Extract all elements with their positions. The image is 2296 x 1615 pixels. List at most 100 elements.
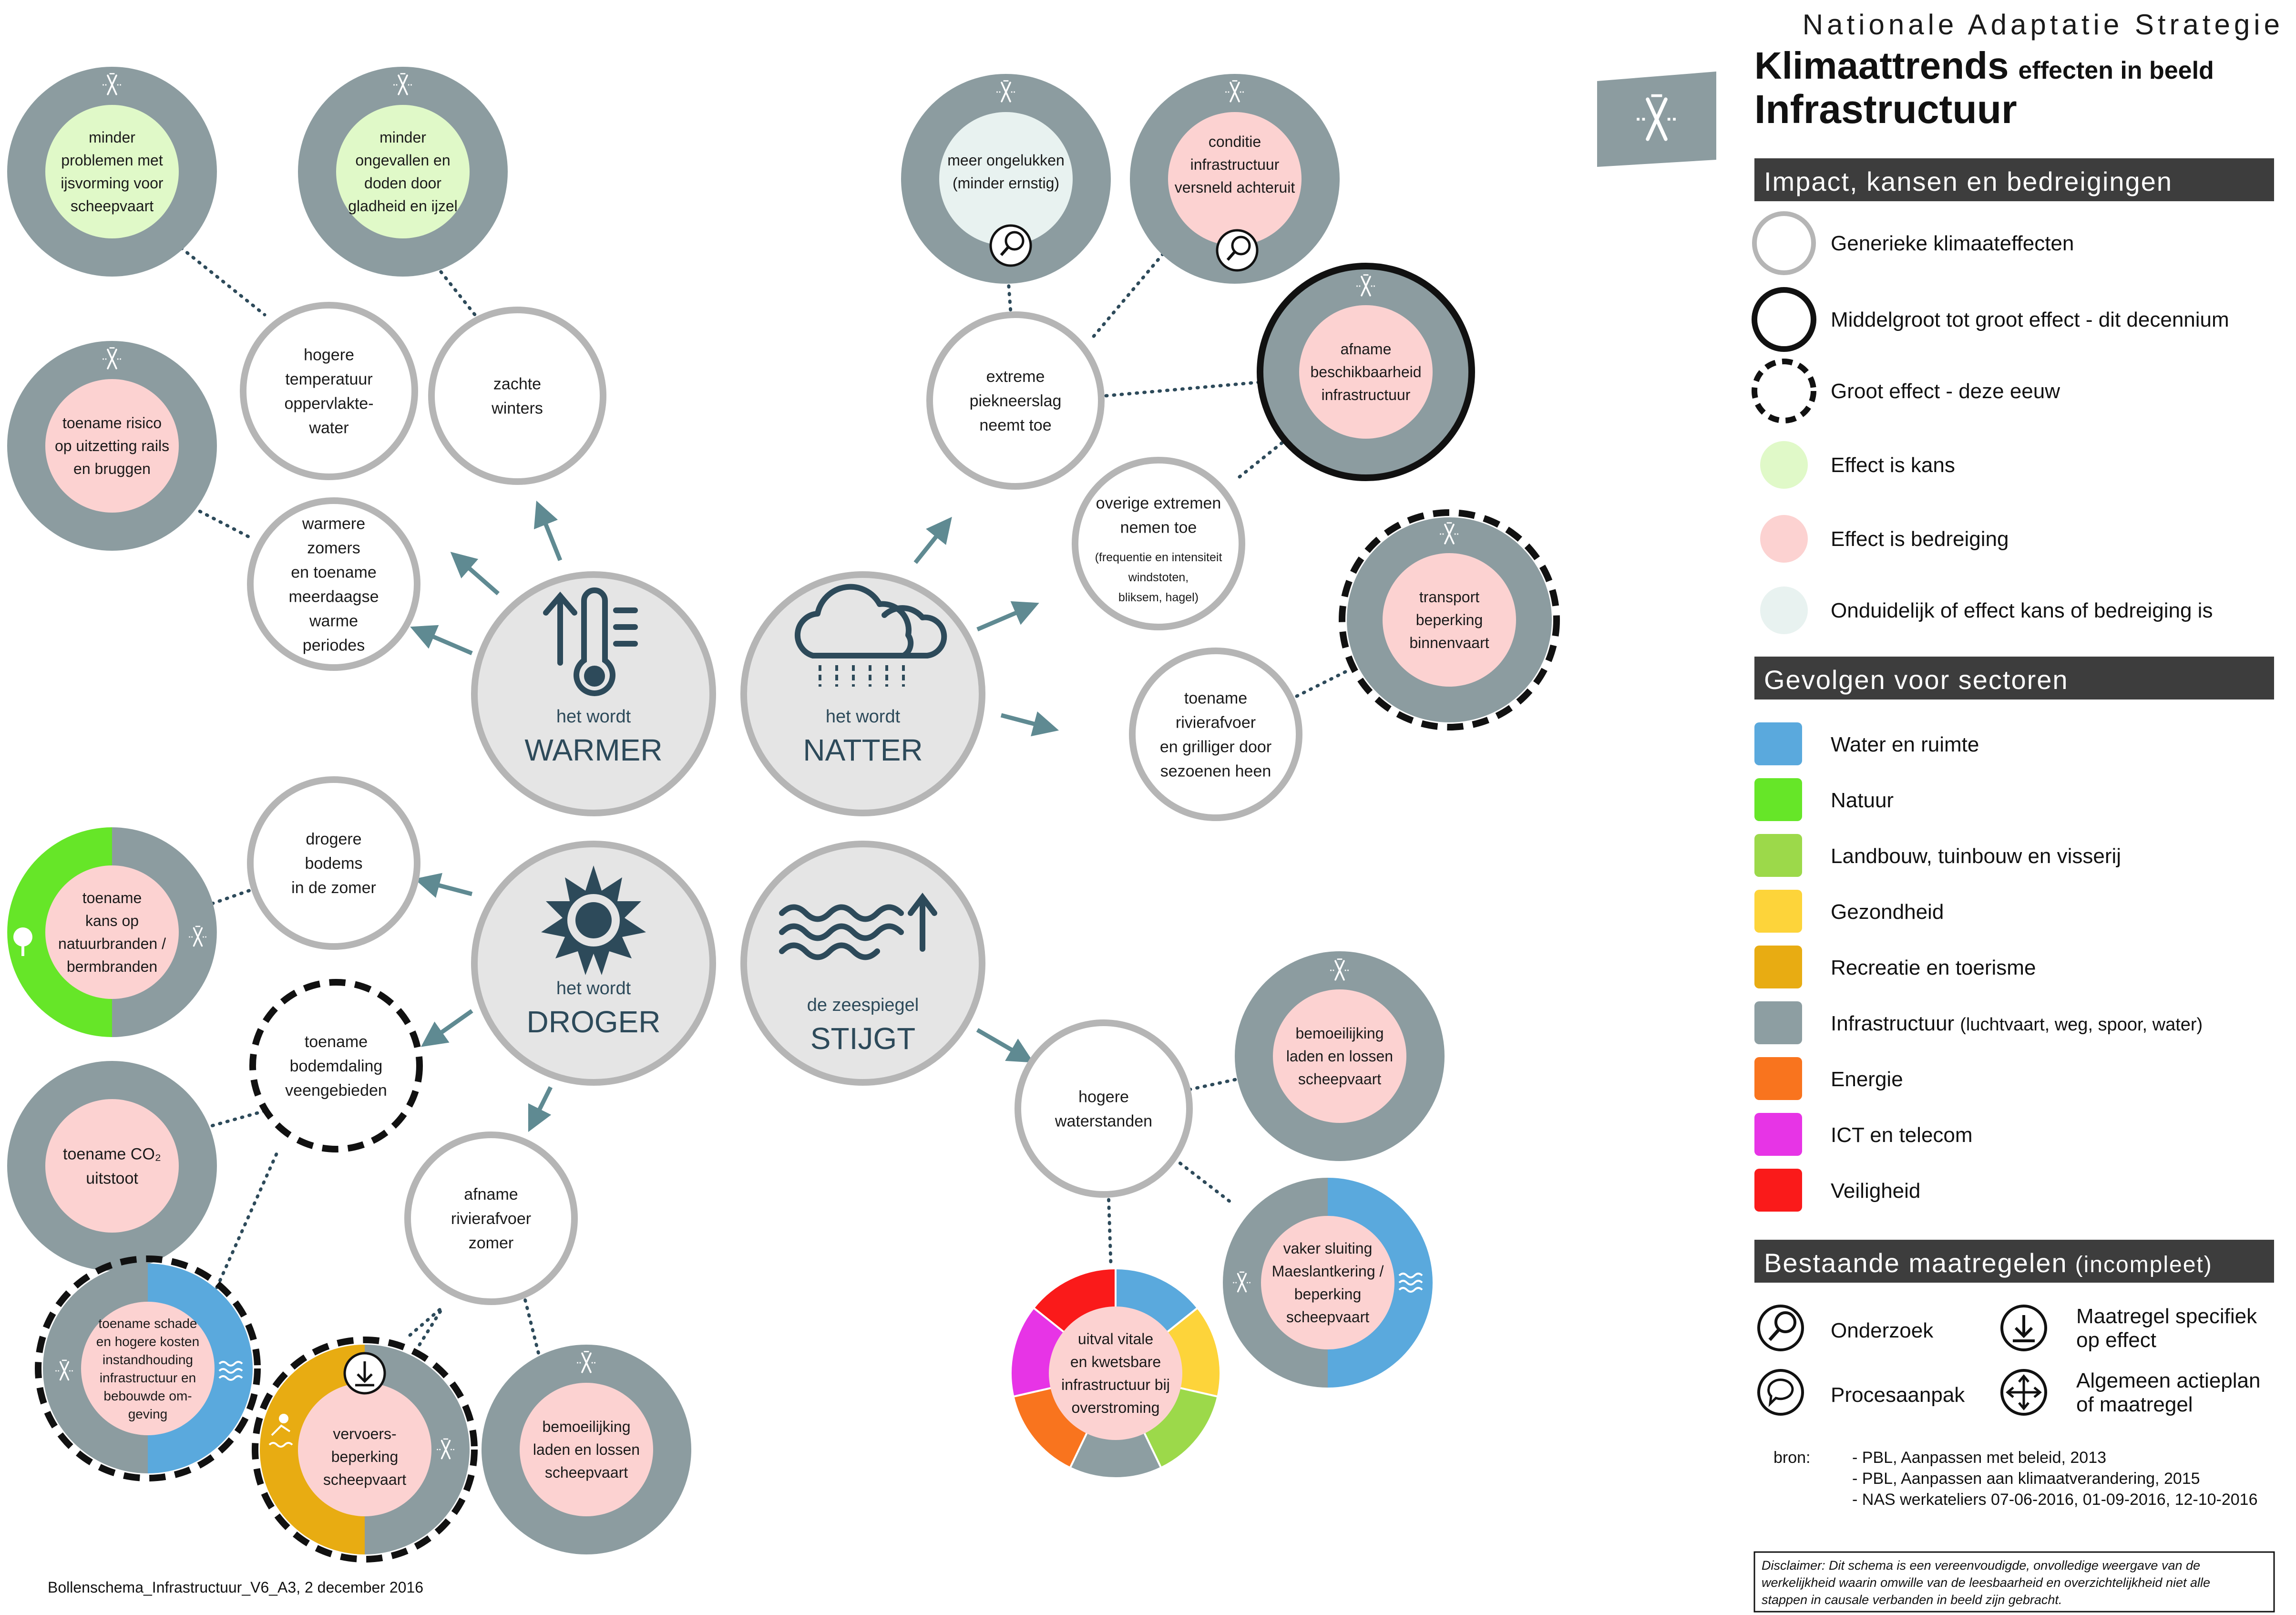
header-line3: Infrastructuur (1754, 87, 2017, 132)
water-icon (1754, 722, 1802, 765)
trend-stijgt-small: de zeespiegel (807, 995, 919, 1015)
water-icon (218, 1361, 243, 1381)
impact-ongelukken-text: meer ongelukken(minder ernstig) (947, 152, 1064, 192)
sector-item: Gezondheid (1754, 890, 1944, 933)
legend-large-label: Groot effect - deze eeuw (1831, 380, 2060, 403)
tree-icon (1754, 778, 1802, 821)
connectors (179, 246, 1351, 1356)
sector-label: Energie (1831, 1068, 1903, 1091)
measure-process-label: Procesaanpak (1831, 1383, 1965, 1407)
sea-level-icon (779, 893, 937, 960)
connector-vervoers (408, 1305, 445, 1337)
sector-item: Landbouw, tuinbouw en visserij (1754, 834, 2121, 877)
source-line-1: - PBL, Aanpassen met beleid, 2013 (1852, 1449, 2106, 1467)
arrow-warmer-1 (533, 500, 563, 561)
research-icon (1216, 229, 1259, 272)
wheat-icon (1754, 834, 1802, 877)
legend-large-circle (1752, 359, 1816, 423)
legend-bedreiging-label: Effect is bedreiging (1831, 527, 2009, 551)
arrow-natter-2 (976, 601, 1039, 632)
disclaimer-line-2: werkelijkheid waarin omwille van de lees… (1762, 1575, 2210, 1590)
impact-ongelukken: meer ongelukken(minder ernstig) (901, 74, 1111, 284)
measure-research-label: Onderzoek (1831, 1319, 1934, 1342)
arrow-droger-1 (414, 873, 473, 898)
arrow-warmer-2 (450, 552, 500, 596)
disclaimer-line-1: Disclaimer: Dit schema is een vereenvoud… (1762, 1558, 2200, 1573)
trend-droger: het wordt DROGER (471, 841, 716, 1086)
measure-specific-label-2: op effect (2076, 1328, 2156, 1352)
measure-specific-label-1: Maatregel specifiek (2076, 1305, 2257, 1328)
tree-icon (13, 927, 32, 956)
legend-bedreiging-circle (1760, 515, 1808, 563)
connector-laden-zomer (518, 1276, 541, 1356)
infrastructure-logo-icon (1597, 72, 1716, 167)
disclaimer: Disclaimer: Dit schema is een vereenvoud… (1753, 1551, 2275, 1613)
sector-label: Veiligheid (1831, 1179, 1920, 1203)
trend-natter-big: NATTER (803, 733, 922, 767)
connector-natuurbranden (210, 885, 262, 905)
trend-droger-big: DROGER (527, 1005, 661, 1039)
water-icon (1398, 1273, 1423, 1293)
legend-impact: Impact, kansen en bedreigingen Generieke… (1752, 158, 2274, 634)
measure-general-icon (2000, 1369, 2047, 1416)
measure-research-icon (1757, 1305, 1804, 1351)
source-line-3: - NAS werkateliers 07-06-2016, 01-09-201… (1852, 1491, 2258, 1509)
legend-onduidelijk-label: Onduidelijk of effect kans of bedreiging… (1831, 599, 2213, 622)
heart-icon (1754, 890, 1802, 933)
sector-label: Gezondheid (1831, 900, 1944, 924)
generic-rivierafvoer (1129, 648, 1302, 821)
connector-beschikbaarheid (1104, 380, 1270, 398)
generic-rivierafvoer-zomer (404, 1132, 578, 1305)
legend-kans-label: Effect is kans (1831, 453, 1955, 477)
lightning-icon (1754, 1057, 1802, 1100)
legend-kans-circle (1760, 441, 1808, 489)
connector-vervoers-2 (418, 1305, 445, 1347)
sector-label: Landbouw, tuinbouw en visserij (1831, 844, 2121, 868)
at-icon (1754, 1113, 1802, 1156)
rain-drops-icon (819, 665, 905, 687)
sector-item: Infrastructuur(luchtvaart, weg, spoor, w… (1754, 1001, 2203, 1044)
measure-process-icon (1757, 1369, 1804, 1416)
measure-specific-icon (343, 1352, 386, 1395)
connector-onderhoud (215, 1152, 278, 1289)
trend-natter: het wordt NATTER (740, 571, 985, 816)
arrow-droger-3 (528, 1086, 553, 1132)
legend-medium-circle (1752, 287, 1816, 352)
source-line-2: - PBL, Aanpassen aan klimaatverandering,… (1852, 1470, 2200, 1488)
arrow-stijgt-1 (976, 1028, 1034, 1063)
generic-bodemdaling (249, 979, 423, 1152)
measure-general-label-2: of maatregel (2076, 1393, 2193, 1416)
trend-droger-small: het wordt (556, 978, 631, 998)
sector-label: Infrastructuur(luchtvaart, weg, spoor, w… (1831, 1012, 2203, 1035)
section-measures-title: Bestaande maatregelen(incompleet) (1764, 1248, 2213, 1278)
